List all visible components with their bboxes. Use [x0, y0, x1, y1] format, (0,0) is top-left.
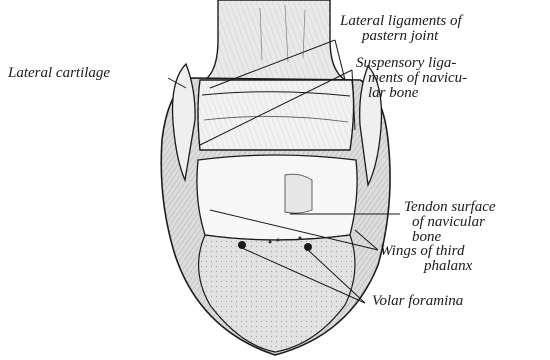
pastern-bone	[205, 0, 345, 80]
navicular-bone	[197, 155, 357, 240]
volar-foramen-right	[304, 243, 312, 251]
label-wings-line1: Wings of third	[380, 244, 472, 259]
label-lateral-ligaments-line2: pastern joint	[362, 29, 462, 44]
label-suspensory-line3: lar bone	[368, 86, 467, 101]
label-wings-line2: phalanx	[424, 259, 472, 274]
label-suspensory-line1: Suspensory liga-	[356, 56, 467, 71]
label-wings-third-phalanx: Wings of third phalanx	[380, 244, 472, 274]
label-lateral-ligaments: Lateral ligaments of pastern joint	[340, 14, 462, 44]
label-suspensory-ligaments: Suspensory liga- ments of navicu- lar bo…	[356, 56, 467, 101]
label-lateral-cartilage: Lateral cartilage	[8, 66, 110, 81]
third-phalanx	[199, 235, 355, 352]
label-tendon-line2: of navicular	[412, 215, 496, 230]
label-suspensory-line2: ments of navicu-	[368, 71, 467, 86]
label-volar-foramina: Volar foramina	[372, 294, 463, 309]
label-lateral-ligaments-line1: Lateral ligaments of	[340, 14, 462, 29]
volar-foramen-left	[238, 241, 246, 249]
label-tendon-surface: Tendon surface of navicular bone	[404, 200, 496, 245]
second-phalanx	[198, 80, 354, 150]
label-tendon-line1: Tendon surface	[404, 200, 496, 215]
